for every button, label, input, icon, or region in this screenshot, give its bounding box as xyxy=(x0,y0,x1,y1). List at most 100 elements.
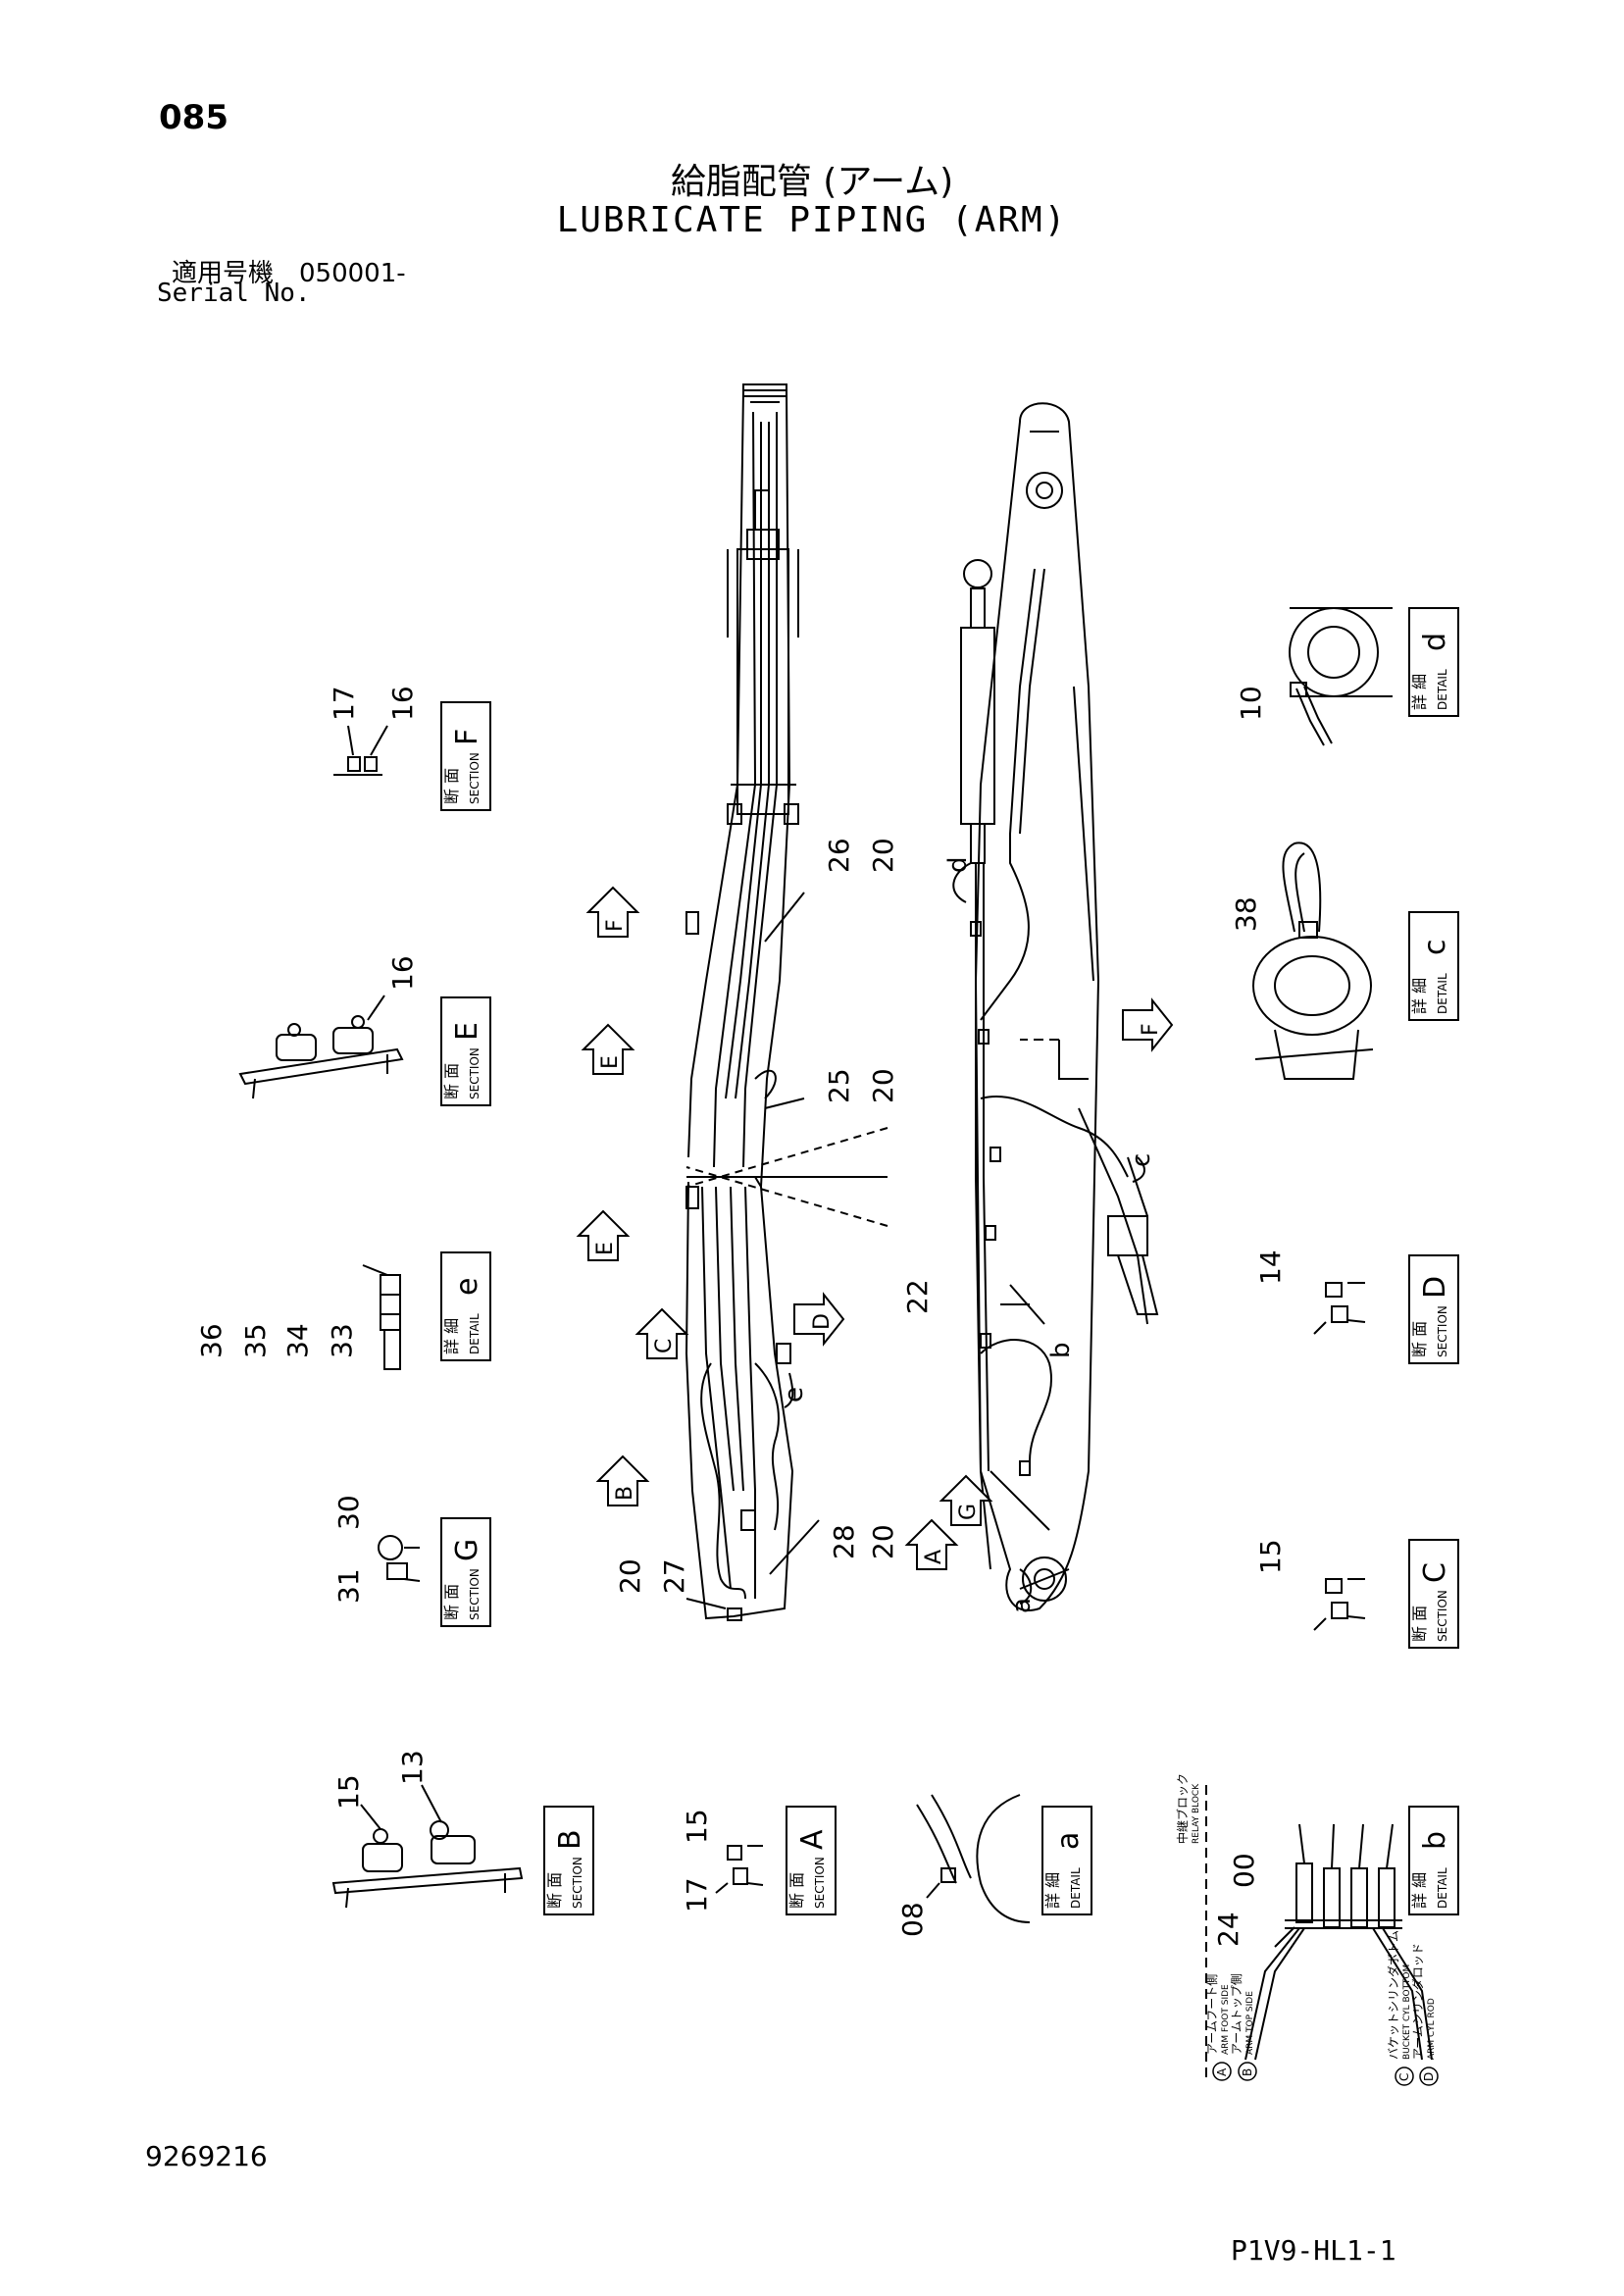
detail-b-en: DETAIL xyxy=(1436,1867,1449,1909)
callout-a: a xyxy=(1007,1598,1037,1613)
legend-circle-d: D xyxy=(1422,2072,1436,2081)
part-35: 35 xyxy=(239,1323,272,1358)
section-a-letter: A xyxy=(795,1829,830,1850)
part-00: 00 xyxy=(1228,1853,1260,1888)
section-d-jp: 断 面 xyxy=(1410,1321,1429,1357)
legend-top-jp: 中継ブロック xyxy=(1175,1773,1190,1844)
section-d-drawing xyxy=(1313,1282,1366,1335)
legend-a-en: ARM FOOT SIDE xyxy=(1221,1984,1231,2055)
section-g-drawing xyxy=(378,1535,421,1582)
section-e-drawing xyxy=(238,995,404,1099)
detail-b-letter: b xyxy=(1418,1831,1452,1850)
arrow-b-letter: B xyxy=(613,1486,637,1501)
arrow-d xyxy=(793,1292,845,1347)
arrow-f-upper-letter: F xyxy=(603,919,628,932)
detail-c-letter: c xyxy=(1418,940,1452,956)
arrow-g-letter: G xyxy=(956,1504,981,1520)
view-label-boxes xyxy=(440,607,1459,1915)
arrow-f-lower xyxy=(1122,997,1174,1052)
arrow-c-letter: C xyxy=(652,1339,677,1353)
legend-a-jp: アームフート側 xyxy=(1205,1974,1219,2055)
section-g-letter: G xyxy=(450,1539,484,1561)
part-16-section-e: 16 xyxy=(386,955,419,991)
legend-circle-c: C xyxy=(1397,2073,1411,2081)
arrow-e-lower xyxy=(576,1209,631,1261)
arm-side-view xyxy=(960,402,1159,1611)
arrow-e-upper xyxy=(581,1023,635,1075)
part-33: 33 xyxy=(326,1323,358,1358)
section-a-en: SECTION xyxy=(813,1857,827,1909)
legend-circles xyxy=(1212,2062,1439,2086)
arrow-d-letter: D xyxy=(810,1313,835,1330)
arrow-b xyxy=(595,1454,650,1506)
detail-d-drawing xyxy=(1289,607,1393,746)
title-english: LUBRICATE PIPING (ARM) xyxy=(556,200,1068,240)
section-f-letter: F xyxy=(450,729,484,745)
section-g-en: SECTION xyxy=(468,1568,482,1620)
section-b-jp: 断 面 xyxy=(545,1872,564,1909)
part-38: 38 xyxy=(1230,896,1262,932)
detail-c-en: DETAIL xyxy=(1436,973,1449,1014)
detail-a-en: DETAIL xyxy=(1069,1867,1083,1909)
callout-c: c xyxy=(1127,1153,1156,1167)
part-22: 22 xyxy=(901,1279,934,1314)
detail-e-en: DETAIL xyxy=(468,1313,482,1354)
section-c-jp: 断 面 xyxy=(1410,1606,1429,1642)
section-e-en: SECTION xyxy=(468,1047,482,1099)
section-d-en: SECTION xyxy=(1436,1305,1449,1357)
section-f-jp: 断 面 xyxy=(442,768,461,804)
part-16-section-f: 16 xyxy=(386,686,419,721)
section-e-letter: E xyxy=(450,1022,484,1041)
arrow-e-upper-letter: E xyxy=(598,1055,623,1069)
detail-a-drawing xyxy=(916,1794,1031,1923)
detail-a-letter: a xyxy=(1051,1832,1086,1850)
detail-e-letter: e xyxy=(450,1278,484,1296)
part-15-section-c: 15 xyxy=(1254,1539,1287,1574)
detail-e-drawing xyxy=(362,1264,401,1370)
section-b-en: SECTION xyxy=(571,1857,584,1909)
arm-top-view xyxy=(685,383,888,1621)
section-f-drawing xyxy=(333,725,388,776)
legend-b-en: ARM TOP SIDE xyxy=(1245,1991,1255,2055)
part-25: 25 xyxy=(823,1068,855,1103)
part-30: 30 xyxy=(332,1495,365,1530)
arrow-f-lower-letter: F xyxy=(1139,1023,1163,1036)
detail-d-letter: d xyxy=(1418,633,1452,651)
legend-top-en: RELAY BLOCK xyxy=(1192,1783,1201,1844)
callout-d: d xyxy=(943,856,973,873)
detail-c-drawing xyxy=(1252,842,1374,1080)
legend-circle-a: A xyxy=(1215,2067,1229,2076)
part-20-a: 20 xyxy=(867,838,899,873)
part-20-b: 20 xyxy=(867,1068,899,1103)
arrow-a-letter: A xyxy=(922,1550,946,1564)
part-27: 27 xyxy=(658,1558,690,1594)
legend-d-jp: アームシリンダロッド xyxy=(1410,1943,1425,2060)
section-c-en: SECTION xyxy=(1436,1590,1449,1642)
callout-b: b xyxy=(1046,1342,1076,1358)
section-c-drawing xyxy=(1313,1578,1366,1631)
part-24: 24 xyxy=(1212,1912,1244,1947)
arrow-f-upper xyxy=(585,886,640,938)
part-15-section-b: 15 xyxy=(332,1774,365,1810)
callout-e: e xyxy=(780,1387,809,1403)
detail-a-jp: 詳 細 xyxy=(1043,1872,1062,1909)
page-code: P1V9-HL1-1 xyxy=(1231,2234,1396,2267)
document-number: 9269216 xyxy=(145,2140,268,2172)
part-17-section-a: 17 xyxy=(681,1877,713,1913)
detail-b-jp: 詳 細 xyxy=(1410,1872,1429,1909)
part-14: 14 xyxy=(1254,1250,1287,1285)
section-d-letter: D xyxy=(1418,1276,1452,1299)
section-b-letter: B xyxy=(553,1829,587,1850)
section-a-jp: 断 面 xyxy=(787,1872,806,1909)
legend-b-jp: アームトップ側 xyxy=(1230,1973,1243,2055)
part-15-section-a: 15 xyxy=(681,1809,713,1844)
section-f-en: SECTION xyxy=(468,752,482,804)
detail-b-drawing xyxy=(1205,1785,1433,2079)
page-number: 085 xyxy=(159,98,228,137)
part-10: 10 xyxy=(1235,686,1267,721)
legend-c-en: BUCKET CYL BOTTOM xyxy=(1402,1964,1412,2060)
arrow-e-lower-letter: E xyxy=(593,1242,618,1255)
serial-label-english: Serial No. xyxy=(157,279,311,308)
title-japanese: 給脂配管 (アーム) xyxy=(670,162,954,202)
